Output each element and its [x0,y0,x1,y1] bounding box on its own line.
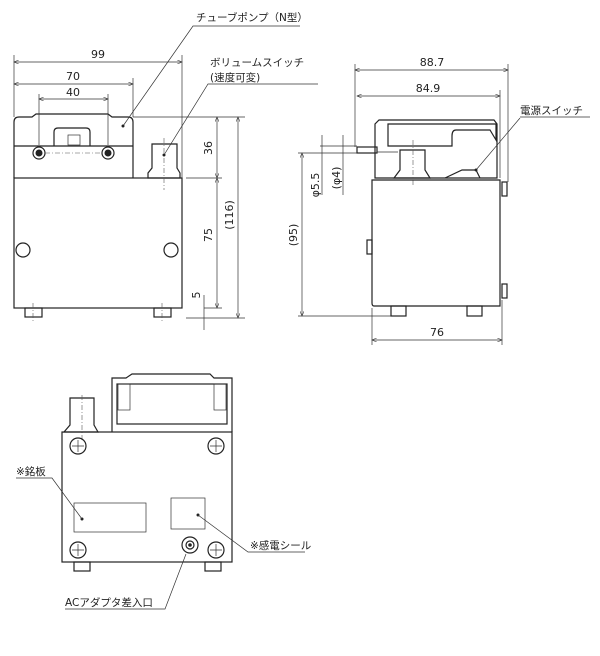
dim-h-body: 75 [202,228,215,242]
dim-h-feet: 5 [190,292,203,299]
dim-tube-od: φ5.5 [309,173,322,198]
dim-h-total: (116) [223,200,236,230]
label-speed-variable: (速度可変) [210,71,260,84]
dim-width-total: 99 [91,48,105,61]
label-ac-adapter: ACアダプタ差入口 [65,596,153,609]
label-volume-switch: ボリュームスイッチ [210,57,304,69]
dim-h-tube: (95) [287,224,300,247]
dim-h-pump: 36 [202,141,215,155]
label-power-switch: 電源スイッチ [520,104,583,117]
label-tube-pump: チューブポンプ（N型） [196,11,308,24]
dim-width-screws: 40 [66,86,80,99]
dim-width-pump: 70 [66,70,80,83]
side-view: 88.7 84.9 (95) φ5.5 (φ4) 76 電源スイッチ [287,56,590,345]
front-view: 99 70 40 36 75 5 (116) チューブポンプ（N型） ボリューム… [14,11,318,330]
dim-depth: 76 [430,326,444,339]
label-shock-seal: ※感電シール [250,539,311,552]
bottom-view: ※銘板 ※感電シール ACアダプタ差入口 [16,373,311,610]
dim-tube-id: (φ4) [330,167,343,190]
dim-w-total: 88.7 [420,56,445,69]
label-name-plate: ※銘板 [16,465,46,478]
dim-w-body-top: 84.9 [416,82,441,95]
ac-jack-icon [181,536,199,554]
screw-icons [69,437,225,559]
